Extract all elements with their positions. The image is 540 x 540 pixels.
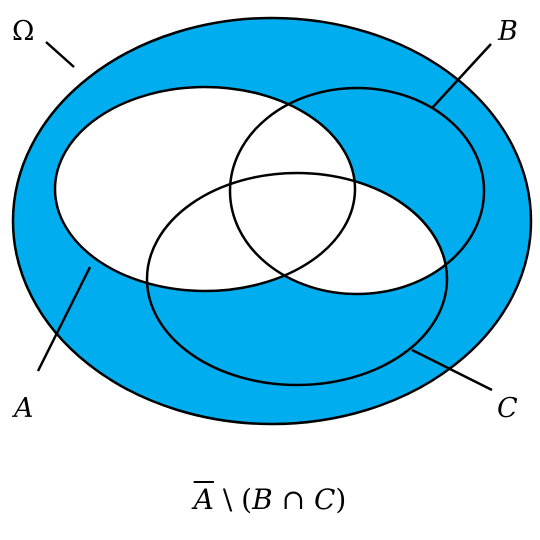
universe-label: Ω xyxy=(12,16,34,47)
formula-var-b: B xyxy=(252,483,273,516)
set-b-outline xyxy=(228,86,486,296)
set-a-leader-line xyxy=(36,266,92,372)
set-a-label: A xyxy=(11,393,34,424)
formula-setminus: \ xyxy=(222,483,233,516)
formula-caption: A \ (B ∩ C) xyxy=(0,482,540,518)
set-c-label: C xyxy=(497,393,518,424)
set-c-leader-line xyxy=(411,348,493,392)
set-c-outline xyxy=(145,171,449,387)
set-a-outline xyxy=(53,85,357,293)
set-b-leader-line xyxy=(432,43,492,108)
universe-outline xyxy=(11,16,533,426)
formula-intersection: ∩ xyxy=(281,483,306,516)
set-b-label: B xyxy=(497,16,518,47)
formula-open-paren: ( xyxy=(241,483,253,516)
formula-var-c: C xyxy=(313,483,336,516)
formula-close-paren: ) xyxy=(335,483,347,516)
b-intersect-c-region xyxy=(230,173,447,294)
universe-leader-line xyxy=(45,41,75,68)
formula-complement-a: A xyxy=(193,483,214,516)
